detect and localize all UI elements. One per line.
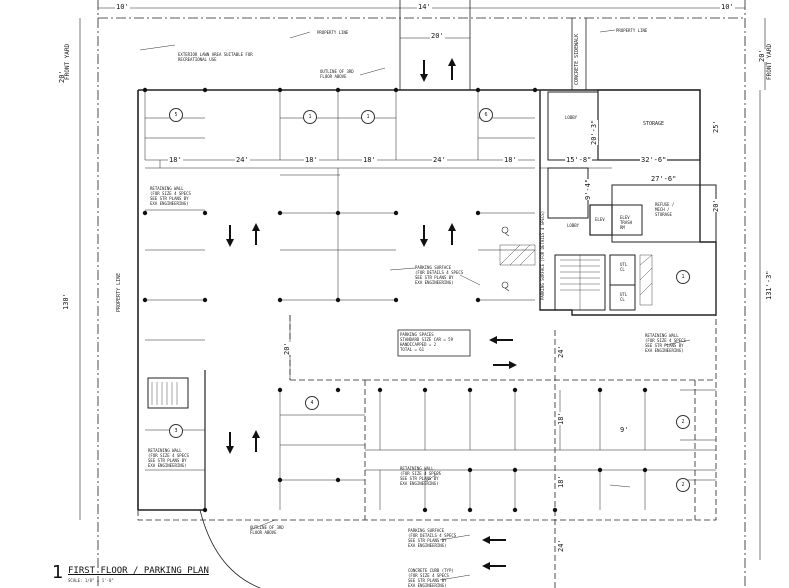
parking-spaces-table: PARKING SPACES STANDARD SIZE CAR = 59 HA… (400, 332, 453, 352)
stall-tag: 3 (169, 424, 183, 438)
dim-top-right: 10' (720, 3, 735, 11)
retaining-wall-note-left: RETAINING WALL (FOR SIZE 4 SPECS SEE STR… (150, 186, 191, 206)
dim-top-mid: 14' (417, 3, 432, 11)
stall-tag: 1 (361, 110, 375, 124)
utility-closet-label-1: UTL CL (620, 262, 628, 272)
dim-lobby-width: 15'-8" (565, 156, 593, 164)
parking-surface-note: PARKING SURFACE (FOR DETAILS 4 SPECS SEE… (415, 265, 464, 285)
dim-front-yard-right: 20' (758, 49, 766, 62)
exterior-lawn-note: EXTERIOR LAWN AREA SUITABLE FOR RECREATI… (178, 52, 253, 62)
dim-bay-width: 9' (619, 426, 630, 434)
dim-stall-vertical-2: 18' (557, 475, 565, 488)
stall-tag: 6 (479, 108, 493, 122)
dim-aisle-vertical-1: 24' (557, 345, 565, 358)
parking-surface-note-bottom: PARKING SURFACE (FOR DETAILS 4 SPECS SEE… (408, 528, 457, 548)
stall-tag: 1 (303, 110, 317, 124)
front-yard-label-right: FRONT YARD (766, 43, 773, 80)
dim-drive-vertical: 20' (283, 342, 291, 355)
concrete-sidewalk-label: CONCRETE SIDEWALK (574, 33, 580, 85)
property-line-label-top: PROPERTY LINE (317, 30, 349, 35)
dim-left-total: 130' (62, 293, 70, 310)
elevator-label: ELEV (595, 217, 605, 222)
dim-stall-4: 18' (503, 156, 518, 164)
dim-drive: 20' (430, 32, 445, 40)
dim-stall-vertical-1: 18' (557, 412, 565, 425)
dim-aisle-2: 24' (432, 156, 447, 164)
lobby-label-2: LOBBY (567, 223, 580, 228)
trash-room-label: ELEV TRASH RM (620, 215, 633, 230)
dim-stall-3: 18' (362, 156, 377, 164)
stall-tag: 2 (676, 415, 690, 429)
dim-top-left: 10' (115, 3, 130, 11)
dim-right-total: 131'-3" (765, 270, 773, 300)
stall-tag: 2 (676, 478, 690, 492)
lobby-label-1: LOBBY (565, 115, 578, 120)
dim-mech-width: 27'-6" (650, 175, 678, 183)
drawing-title: FIRST FLOOR / PARKING PLAN (68, 566, 209, 576)
storage-label: STORAGE (643, 121, 665, 127)
stall-tag: 1 (676, 270, 690, 284)
dim-storage-height: 25' (712, 120, 720, 133)
stall-tag: 4 (305, 396, 319, 410)
dim-vertical-9-4: 9'-4" (584, 178, 592, 200)
front-yard-label-left: FRONT YARD (64, 43, 71, 80)
dim-aisle-vertical-2: 24' (557, 539, 565, 552)
mech-storage-label: REFUSE / MECH / STORAGE (655, 202, 675, 217)
dim-lobby-height: 20'-3" (590, 119, 598, 145)
concrete-curb-note: CONCRETE CURB (TYP) (FOR SIZE 4 SPECS SE… (408, 568, 454, 588)
dim-mech-height: 20' (712, 199, 720, 212)
retaining-wall-note-bottom: RETAINING WALL (FOR SIZE 4 SPECS SEE STR… (148, 448, 189, 468)
retaining-wall-note-center: RETAINING WALL (FOR SIZE 4 SPECS SEE STR… (400, 466, 441, 486)
outline-3rd-floor-note-bottom: OUTLINE OF 3RD FLOOR ABOVE (250, 525, 284, 535)
drawing-scale: SCALE: 1/8" = 1'-0" (68, 578, 114, 583)
property-line-label-left: PROPERTY LINE (116, 272, 122, 312)
utility-closet-label-2: UTL CL (620, 292, 628, 302)
property-line-label-top-right: PROPERTY LINE (616, 28, 648, 33)
drawing-number: 1 (52, 562, 64, 583)
dim-storage-width: 32'-6" (640, 156, 668, 164)
dim-stall-1: 18' (168, 156, 183, 164)
dim-aisle-1: 24' (235, 156, 250, 164)
dim-stall-2: 18' (304, 156, 319, 164)
retaining-wall-note-right: RETAINING WALL (FOR SIZE 4 SPECS SEE STR… (645, 333, 686, 353)
parking-surface-vertical-label: PARKING SURFACE (FOR DETAILS 4 SPECS) (540, 210, 545, 300)
stall-tag: 5 (169, 108, 183, 122)
outline-3rd-floor-note-top: OUTLINE OF 3RD FLOOR ABOVE (320, 69, 354, 79)
